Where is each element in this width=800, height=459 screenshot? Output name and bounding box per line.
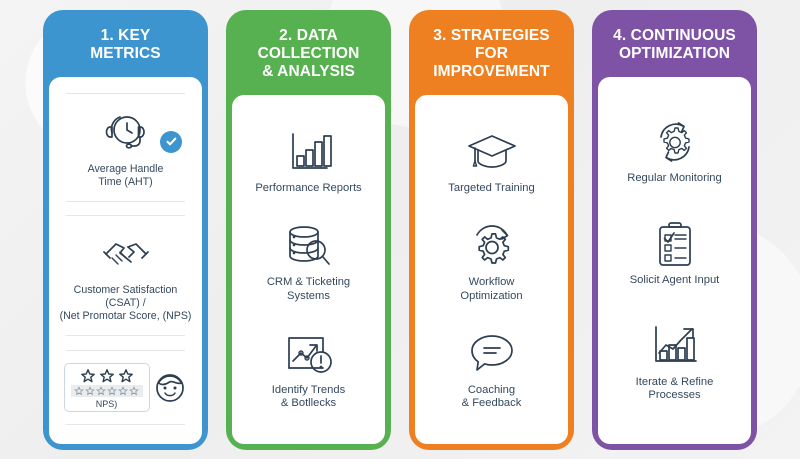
headset-clock-icon: [100, 107, 152, 159]
check-badge: [160, 130, 182, 153]
item-label-line2: (Net Promotar Score, (NPS): [59, 310, 192, 323]
item-label-line1: Solicit Agent Input: [629, 273, 720, 286]
clipboard-checklist-icon: [652, 218, 698, 270]
item-label: Average Handle Time (AHT): [84, 163, 168, 189]
stars-row-large[interactable]: [80, 368, 134, 384]
handshake-icon: [98, 228, 154, 280]
item-label-line1: Average Handle: [87, 162, 164, 175]
item-label: Iterate & Refine Processes: [632, 376, 718, 403]
column-continuous-optimization[interactable]: 4. CONTINUOUS OPTIMIZATION Regular Moni: [592, 9, 757, 450]
item-label-line2: & Feedback: [461, 397, 522, 410]
item-workflow-optimization[interactable]: Workflow Optimization: [419, 220, 564, 303]
item-label-line2: Optimization: [460, 289, 523, 302]
column-strategies[interactable]: 3. STRATEGIES FOR IMPROVEMENT Targeted T…: [409, 9, 574, 450]
item-solicit-agent-input[interactable]: Solicit Agent Input: [602, 218, 747, 288]
divider: [66, 335, 185, 337]
database-search-icon: [283, 220, 335, 272]
star-rating-icon[interactable]: NPS): [53, 362, 198, 412]
item-label: Coaching & Feedback: [458, 384, 526, 411]
column-header-data-collection: 2. DATA COLLECTION & ANALYSIS: [226, 10, 391, 96]
column-title-line1: 1. KEY: [100, 26, 151, 44]
column-header-key-metrics: 1. KEY METRICS: [43, 10, 208, 78]
item-label: Targeted Training: [444, 182, 538, 196]
item-label-line1: Iterate & Refine: [635, 375, 714, 388]
column-data-collection[interactable]: 2. DATA COLLECTION & ANALYSIS Performanc…: [226, 9, 391, 450]
divider: [66, 424, 185, 426]
item-label-line1: Performance Reports: [255, 181, 362, 194]
item-label-line1: Workflow: [468, 275, 515, 288]
column-title-line2: IMPROVEMENT: [433, 63, 550, 81]
item-performance-reports[interactable]: Performance Reports: [236, 126, 381, 196]
smiley-face-icon: [152, 367, 188, 407]
column-header-strategies: 3. STRATEGIES FOR IMPROVEMENT: [409, 10, 574, 96]
growth-chart-icon: [648, 320, 702, 372]
column-title-line2: METRICS: [90, 44, 161, 62]
bar-chart-icon: [283, 126, 335, 178]
item-customer-satisfaction[interactable]: Customer Satisfaction (CSAT) / (Net Prom…: [53, 226, 198, 325]
divider: [66, 349, 185, 351]
item-label-line1: Identify Trends: [271, 383, 346, 396]
item-nps-rating[interactable]: NPS): [53, 361, 198, 414]
item-identify-trends[interactable]: Identify Trends & Botllecks: [236, 328, 381, 411]
stars-row-small[interactable]: [70, 384, 143, 397]
column-title-line2: & ANALYSIS: [262, 63, 355, 81]
item-label: Identify Trends & Botllecks: [268, 384, 349, 411]
item-iterate-refine[interactable]: Iterate & Refine Processes: [602, 320, 747, 403]
item-label-line2: Processes: [648, 389, 701, 402]
column-key-metrics[interactable]: 1. KEY METRICS: [43, 9, 208, 450]
item-regular-monitoring[interactable]: Regular Monitoring: [602, 116, 747, 186]
item-label-line1: Coaching: [467, 383, 516, 396]
divider: [66, 215, 185, 217]
item-label: Solicit Agent Input: [626, 274, 724, 288]
trend-alert-icon: [283, 328, 335, 380]
item-coaching-feedback[interactable]: Coaching & Feedback: [419, 328, 564, 411]
item-label: CRM & Ticketing Systems: [263, 276, 354, 303]
item-label: Workflow Optimization: [456, 276, 526, 303]
item-label-line2: & Botllecks: [280, 397, 337, 410]
divider: [66, 93, 185, 95]
nps-label: NPS): [95, 398, 118, 409]
item-label-line2: Systems: [287, 289, 330, 302]
item-label-line1: Targeted Training: [448, 181, 535, 194]
graduation-cap-icon: [465, 126, 519, 178]
item-label-line1: CRM & Ticketing: [266, 275, 351, 288]
item-label-line1: Regular Monitoring: [627, 171, 722, 184]
item-average-handle-time[interactable]: Average Handle Time (AHT): [53, 105, 198, 191]
column-title-line1: 4. CONTINUOUS: [613, 26, 736, 44]
gear-arrow-icon: [466, 220, 518, 272]
column-title-line1: 3. STRATEGIES FOR: [433, 26, 550, 62]
column-body-data-collection: Performance Reports: [232, 95, 385, 444]
item-label: Performance Reports: [251, 182, 365, 196]
speech-bubble-icon: [467, 328, 517, 380]
item-label-line1: Customer Satisfaction (CSAT) /: [73, 284, 178, 310]
item-targeted-training[interactable]: Targeted Training: [419, 126, 564, 196]
column-body-key-metrics: Average Handle Time (AHT): [49, 77, 202, 444]
gear-refresh-icon: [649, 116, 701, 168]
column-title-line1: 2. DATA COLLECTION: [257, 26, 360, 62]
column-header-continuous-optimization: 4. CONTINUOUS OPTIMIZATION: [592, 10, 757, 78]
item-crm-ticketing[interactable]: CRM & Ticketing Systems: [236, 220, 381, 303]
column-body-strategies: Targeted Training Workflow Optimization: [415, 95, 568, 444]
item-label: Customer Satisfaction (CSAT) / (Net Prom…: [53, 284, 198, 323]
nps-rating-card[interactable]: NPS): [63, 362, 150, 412]
item-label: Regular Monitoring: [623, 172, 726, 186]
divider: [66, 200, 185, 202]
item-label-line2: Time (AHT): [98, 175, 153, 188]
column-title-line2: OPTIMIZATION: [618, 44, 731, 62]
column-body-continuous-optimization: Regular Monitoring: [598, 77, 751, 444]
